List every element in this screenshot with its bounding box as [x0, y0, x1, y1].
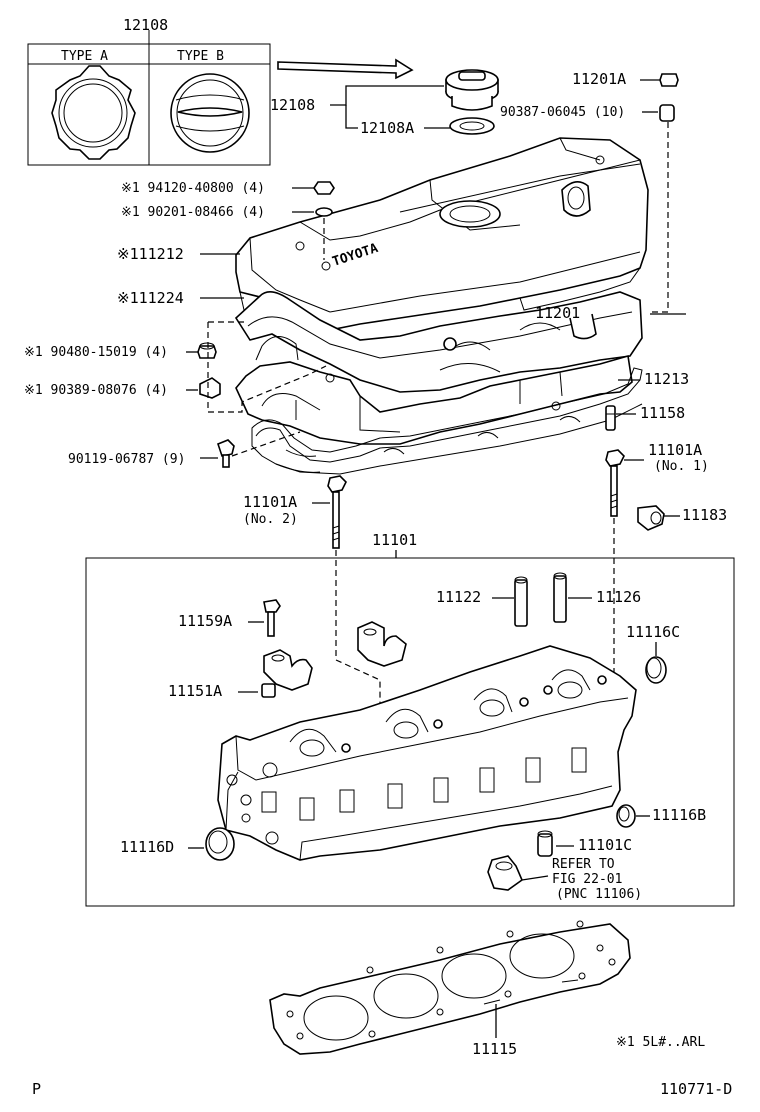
stud-11101a-no1: [605, 449, 625, 517]
label-11101a-no1: 11101A: [648, 441, 702, 459]
label-90201: ※1 90201-08466 (4): [121, 205, 265, 220]
oil-filler-cap: [445, 69, 499, 111]
label-11158: 11158: [640, 404, 685, 422]
cylinder-head-body: [217, 645, 637, 861]
label-11122: 11122: [436, 588, 481, 606]
label-11151a: 11151A: [168, 682, 222, 700]
cylinder-head-assembly-frame: [85, 557, 735, 907]
stud-11101a-no2: [327, 475, 347, 549]
label-11101: 11101: [372, 531, 417, 549]
oil-cap-gasket: [449, 117, 495, 135]
nut-94120: [313, 181, 335, 195]
label-11115: 11115: [472, 1040, 517, 1058]
plug-11116d: [205, 827, 235, 861]
valve-guide-11126: [553, 572, 567, 623]
label-94120: ※1 94120-40800 (4): [121, 181, 265, 196]
label-111212: ※111212: [117, 245, 184, 263]
label-type-a: TYPE A: [61, 49, 108, 64]
head-gasket-11115: [269, 920, 631, 1055]
plug-11116b: [616, 804, 636, 828]
plug-11116c: [645, 656, 667, 684]
oil-cap-type-inset: [27, 30, 271, 166]
dowel-11101c: [537, 830, 553, 857]
refer-line-2: FIG 22-01: [552, 872, 622, 887]
label-11159a: 11159A: [178, 612, 232, 630]
label-type-b: TYPE B: [177, 49, 224, 64]
plug-11183: [637, 505, 665, 531]
cylinder-head-cover: [235, 137, 649, 347]
page-letter: P: [32, 1080, 41, 1098]
label-11116d: 11116D: [120, 838, 174, 856]
figure-code: 110771-D: [660, 1080, 732, 1098]
label-90119: 90119-06787 (9): [68, 452, 185, 467]
dowel-11158: [605, 405, 616, 431]
label-11116b: 11116B: [652, 806, 706, 824]
bearing-cap-upper: [357, 621, 407, 667]
label-11183: 11183: [682, 506, 727, 524]
footnote-text: ※1 5L#..ARL: [616, 1035, 705, 1050]
part-11106-icon: [487, 855, 523, 891]
bolt-11159a: [263, 599, 281, 637]
washer-90201: [315, 207, 333, 217]
grommet-11201a: [659, 73, 679, 87]
bush-90389: [199, 377, 221, 399]
seal-90480: [197, 342, 217, 359]
label-90387: 90387-06045 (10): [500, 105, 625, 120]
label-11116c: 11116C: [626, 623, 680, 641]
label-11126: 11126: [596, 588, 641, 606]
dowel-11151a: [261, 683, 276, 698]
label-11213: 11213: [644, 370, 689, 388]
bushing-90387: [659, 104, 675, 122]
label-11201: 11201: [535, 304, 580, 322]
label-12108a: 12108A: [360, 119, 414, 137]
label-111224: ※111224: [117, 289, 184, 307]
label-12108-top: 12108: [123, 16, 168, 34]
bolt-90119: [217, 439, 235, 468]
oil-cap-type-a-icon: [51, 65, 136, 160]
label-12108: 12108: [270, 96, 315, 114]
label-11101a-no1-sub: (No. 1): [654, 459, 709, 474]
refer-line-3: (PNC 11106): [556, 887, 642, 902]
label-11201a: 11201A: [572, 70, 626, 88]
inset-arrow-icon: [277, 58, 414, 80]
label-11101c: 11101C: [578, 836, 632, 854]
cam-housing-section: [235, 337, 633, 445]
label-11101a-no2: 11101A: [243, 493, 297, 511]
oil-cap-type-b-icon: [170, 73, 250, 153]
valve-guide-11122: [514, 576, 528, 627]
label-90480: ※1 90480-15019 (4): [24, 345, 168, 360]
bearing-cap-lower: [263, 649, 313, 691]
head-cover-gasket-11213: [251, 367, 643, 475]
refer-line-1: REFER TO: [552, 857, 615, 872]
label-90389: ※1 90389-08076 (4): [24, 383, 168, 398]
label-11101a-no2-sub: (No. 2): [243, 512, 298, 527]
